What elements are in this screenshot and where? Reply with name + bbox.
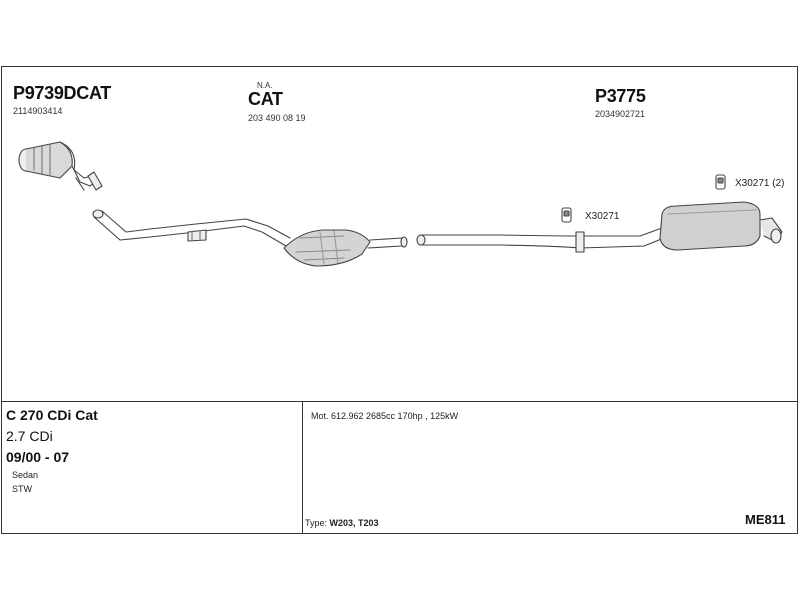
- catalyst-part-number: CAT: [248, 89, 283, 109]
- hanger-icon-middle: [561, 207, 572, 223]
- production-years: 09/00 - 07: [6, 449, 70, 465]
- column-divider: [302, 401, 303, 534]
- engine-designation: 2.7 CDi: [6, 428, 53, 444]
- rear-muffler: [659, 201, 783, 251]
- rear-pipe: [416, 227, 665, 253]
- type-label: Type:: [305, 518, 328, 528]
- hanger-icon-rear: [715, 174, 726, 190]
- rear-hanger-label: X30271 (2): [735, 178, 785, 189]
- middle-hanger-label: X30271: [585, 211, 620, 222]
- catalyst-oem-code: 203 490 08 19: [248, 113, 306, 123]
- motor-specification: Mot. 612.962 2685cc 170hp , 125kW: [311, 411, 459, 421]
- rear-section-oem-code: 2034902721: [595, 109, 646, 119]
- section-divider: [2, 401, 797, 402]
- body-type-sedan: Sedan: [12, 470, 39, 480]
- type-value: W203, T203: [329, 518, 379, 528]
- document-code: ME811: [745, 512, 786, 527]
- front-pipe-part-number: P9739DCAT: [13, 83, 112, 103]
- catalyst-note: N.A.: [257, 81, 273, 90]
- main-catalyst: [283, 229, 408, 267]
- diagram-frame: [1, 66, 798, 534]
- vehicle-type-row: Type: W203, T203: [305, 518, 379, 528]
- body-type-stw: STW: [12, 484, 32, 494]
- front-pipe-oem-code: 2114903414: [13, 106, 63, 116]
- vehicle-model: C 270 CDi Cat: [6, 407, 98, 423]
- rear-section-part-number: P3775: [595, 86, 646, 106]
- manifold-catalyst: [18, 141, 103, 191]
- front-pipe: [92, 209, 291, 247]
